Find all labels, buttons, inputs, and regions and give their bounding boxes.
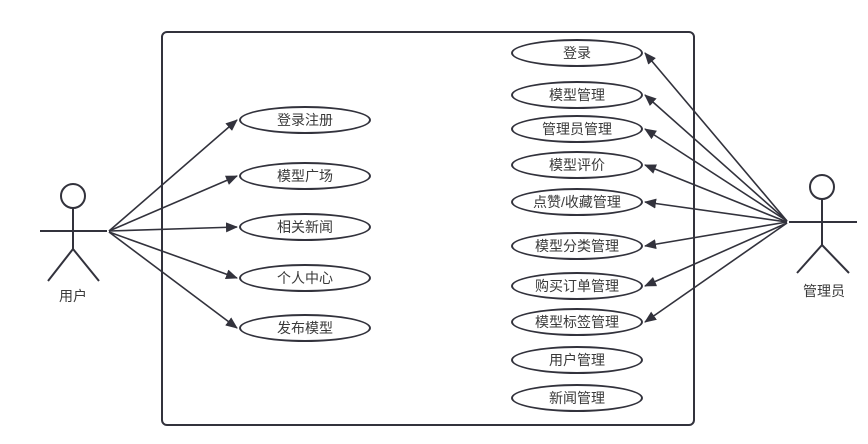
usecase-model-category-management[interactable]: 模型分类管理 <box>511 232 643 260</box>
usecase-like-favorite-management[interactable]: 点赞/收藏管理 <box>511 188 643 216</box>
usecase-personal-center[interactable]: 个人中心 <box>239 264 371 292</box>
admin-actor-left-leg <box>796 244 823 274</box>
admin-actor-label: 管理员 <box>803 283 845 299</box>
usecase-login[interactable]: 登录 <box>511 39 643 67</box>
association-admin-model-management <box>644 94 788 222</box>
usecase-news-management[interactable]: 新闻管理 <box>511 384 643 412</box>
user-actor-head <box>60 183 86 209</box>
usecase-purchase-order-management[interactable]: 购买订单管理 <box>511 272 643 300</box>
association-admin-admin-management <box>644 128 788 222</box>
user-actor[interactable] <box>40 183 107 282</box>
association-user-model-plaza <box>108 175 238 232</box>
association-admin-model-tag-management <box>644 222 788 323</box>
usecase-login-register[interactable]: 登录注册 <box>239 106 371 134</box>
usecase-model-plaza[interactable]: 模型广场 <box>239 162 371 190</box>
usecase-related-news[interactable]: 相关新闻 <box>239 213 371 241</box>
association-user-related-news <box>108 222 238 233</box>
usecase-user-management[interactable]: 用户管理 <box>511 346 643 374</box>
user-actor-right-leg <box>72 248 100 282</box>
admin-actor-head <box>809 174 835 200</box>
user-actor-left-leg <box>47 248 74 282</box>
admin-actor-right-leg <box>821 244 850 274</box>
association-admin-model-category-management <box>644 221 788 250</box>
association-admin-login <box>644 52 788 222</box>
usecase-model-management[interactable]: 模型管理 <box>511 81 643 109</box>
association-user-publish-model <box>108 231 238 329</box>
association-user-personal-center <box>108 231 238 279</box>
system-boundary <box>161 31 695 426</box>
admin-actor[interactable] <box>789 174 857 274</box>
association-admin-model-evaluation <box>644 164 788 223</box>
user-actor-label: 用户 <box>59 288 87 304</box>
association-user-login-register <box>108 119 238 232</box>
usecase-model-evaluation[interactable]: 模型评价 <box>511 151 643 179</box>
association-admin-purchase-order-management <box>644 222 788 287</box>
usecase-publish-model[interactable]: 发布模型 <box>239 314 371 342</box>
usecase-model-tag-management[interactable]: 模型标签管理 <box>511 308 643 336</box>
association-admin-like-favorite-management <box>644 198 788 223</box>
usecase-admin-management[interactable]: 管理员管理 <box>511 115 643 143</box>
